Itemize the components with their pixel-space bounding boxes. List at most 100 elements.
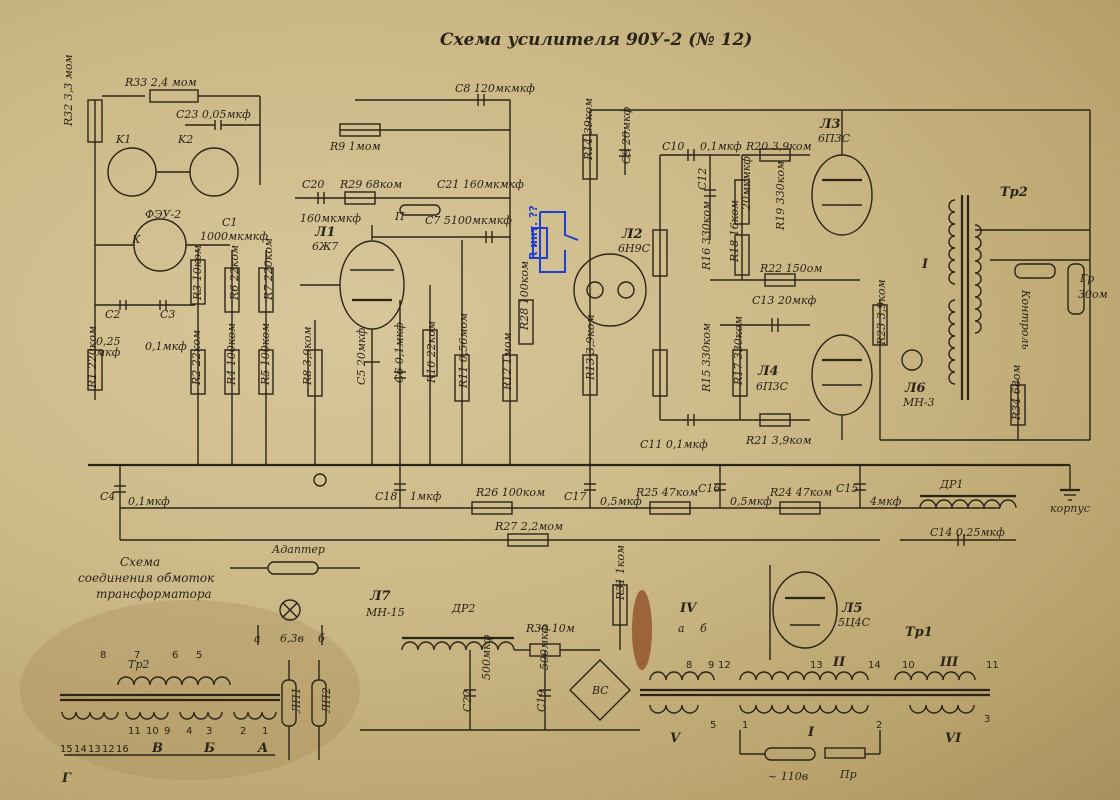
r14-label: R14 39ком bbox=[582, 98, 595, 161]
adapter-plug bbox=[267, 561, 319, 575]
c5-label: C5 20мкф bbox=[355, 327, 368, 385]
c19-label: C19 bbox=[535, 690, 548, 712]
c16-label: C16 bbox=[698, 482, 720, 495]
tr1-pin-9: 9 bbox=[708, 660, 714, 671]
l3-type: 6П3С bbox=[818, 132, 851, 145]
tr1-pin-2: 2 bbox=[876, 720, 882, 731]
tr1-pin-5: 5 bbox=[710, 720, 716, 731]
inset-caption-2: соединения обмоток bbox=[78, 571, 215, 585]
tube-l5 bbox=[769, 565, 838, 660]
l2-label: Л2 bbox=[621, 227, 643, 242]
l1-plate-bank bbox=[307, 100, 518, 465]
c17-value: 0,5мкф bbox=[600, 495, 642, 508]
korpus-label: корпус bbox=[1050, 502, 1090, 515]
l4-type: 6П3С bbox=[756, 380, 789, 393]
r6-label: R6 22ком bbox=[228, 245, 241, 301]
c8-label: C8 120мкмкф bbox=[455, 82, 535, 95]
input-section bbox=[87, 89, 261, 400]
inset-pin-15: 15 bbox=[60, 744, 73, 755]
tr1-pin-12: 12 bbox=[718, 660, 731, 671]
l1-resistor-bank bbox=[190, 250, 274, 465]
r3-label: R3 10ком bbox=[191, 245, 204, 301]
pilot-lamp bbox=[257, 599, 323, 645]
paper-shade bbox=[20, 600, 360, 780]
inset-caption-3: трансформатора bbox=[96, 587, 212, 601]
c14-label: C14 0,25мкф bbox=[930, 526, 1005, 539]
winding-iv: IV bbox=[679, 601, 698, 616]
c2-unit: мкф bbox=[96, 346, 121, 359]
winding-iv-a: а bbox=[678, 622, 685, 635]
page-title: Схема усилителя 90У-2 (№ 12) bbox=[440, 30, 752, 50]
r8-label: R8 3,9ком bbox=[301, 326, 314, 386]
c16-value: 0,5мкф bbox=[730, 495, 772, 508]
inset-pin-7: 7 bbox=[134, 650, 140, 661]
tube-l1 bbox=[300, 225, 405, 465]
output-transformer bbox=[880, 110, 1091, 441]
winding-iii: III bbox=[939, 655, 959, 670]
r9-body bbox=[339, 123, 381, 137]
r34-label: R34 68ом bbox=[1010, 364, 1023, 421]
inset-pin-11: 11 bbox=[128, 726, 141, 737]
dr1-label: ДР1 bbox=[939, 478, 963, 491]
c13-label: C13 20мкф bbox=[752, 294, 817, 307]
c18-label: C18 bbox=[375, 490, 397, 503]
k-label: К bbox=[131, 233, 141, 246]
r19-label: R19 330ком bbox=[774, 161, 787, 231]
power-supply bbox=[360, 580, 640, 731]
l3-label: Л3 bbox=[819, 117, 841, 132]
inset-pin-1: 1 bbox=[262, 726, 268, 737]
ground-bus bbox=[88, 463, 1080, 501]
lp1-label: ЛП1 bbox=[290, 687, 303, 714]
r27-label: R27 2,2мом bbox=[494, 520, 563, 533]
r18-label: R18 16ком bbox=[728, 200, 741, 263]
winding-i-out: I bbox=[921, 257, 929, 272]
speaker-value: 30ом bbox=[1078, 288, 1108, 301]
inset-pin-5: 5 bbox=[196, 650, 202, 661]
inset-transformer bbox=[60, 676, 280, 756]
c4-value: 0,1мкф bbox=[128, 495, 170, 508]
switch-p bbox=[399, 204, 441, 216]
tube-l4 bbox=[811, 334, 873, 440]
inset-pin-6: 6 bbox=[172, 650, 178, 661]
c15-value: 4мкф bbox=[869, 495, 902, 508]
l7-label: Л7 bbox=[369, 589, 391, 604]
power-transformer bbox=[640, 671, 990, 761]
l6-type: МН-3 bbox=[902, 396, 935, 409]
lamp-voltage: 6,3в bbox=[280, 632, 304, 645]
r16-label: R16 330ком bbox=[700, 201, 713, 271]
tube-l2 bbox=[573, 109, 1090, 465]
l4-label: Л4 bbox=[757, 364, 779, 379]
fuse-label: Пр bbox=[839, 768, 857, 781]
r11-label: R11 0,56мом bbox=[457, 313, 470, 389]
c23-label: C23 0,05мкф bbox=[176, 108, 251, 121]
winding-i: I bbox=[807, 725, 815, 740]
r22-label: R22 150ом bbox=[759, 262, 823, 275]
inset-tr2-label: Тр2 bbox=[128, 658, 149, 671]
c12-value: 20мкмкф bbox=[740, 156, 753, 211]
c2-value: 0,25 bbox=[96, 335, 121, 348]
l5-type: 5Ц4С bbox=[838, 616, 871, 629]
winding-v: V bbox=[670, 731, 682, 746]
inset-pin-8: 8 bbox=[100, 650, 106, 661]
c4-label: C4 bbox=[100, 490, 115, 503]
r26-label: R26 100ком bbox=[475, 486, 545, 499]
phase-inverter-bank bbox=[652, 148, 860, 427]
filter-row bbox=[114, 465, 1017, 547]
r30-label: R30 10м bbox=[525, 622, 575, 635]
r31-label: R31 1ком bbox=[614, 545, 627, 601]
c18-value: 1мкф bbox=[410, 490, 442, 503]
adapter-label: Адаптер bbox=[271, 543, 325, 556]
r33-label: R33 2,4 мом bbox=[124, 76, 197, 89]
l5-label: Л5 bbox=[841, 601, 863, 616]
c21-label: C21 160мкмкф bbox=[437, 178, 524, 191]
tr1-pin-3: 3 bbox=[984, 714, 990, 725]
inset-pin-3: 3 bbox=[206, 726, 212, 737]
c10-value: 0,1мкф bbox=[700, 140, 742, 153]
c9-label: C9 20мкф bbox=[620, 106, 633, 164]
c22-value: 500мкф bbox=[480, 634, 493, 680]
mains-label: ~ 110в bbox=[768, 770, 808, 783]
c1-value: 1000мкмкф bbox=[200, 230, 268, 243]
lp2-label: ЛП2 bbox=[320, 687, 333, 714]
